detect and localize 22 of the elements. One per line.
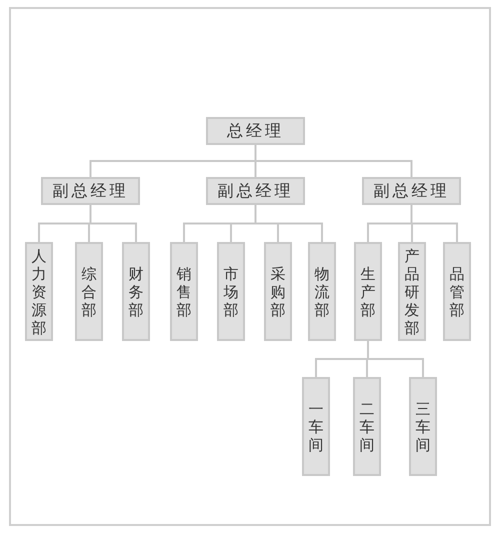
connector-line xyxy=(90,205,137,242)
org-box: 品管部 xyxy=(443,242,471,341)
org-box: 二车间 xyxy=(353,377,381,476)
org-box: 采购部 xyxy=(264,242,292,341)
org-box: 财务部 xyxy=(122,242,150,341)
org-box: 销售部 xyxy=(170,242,198,341)
org-box: 总经理 xyxy=(206,117,305,145)
org-box: 市场部 xyxy=(217,242,245,341)
org-box: 副总经理 xyxy=(41,177,140,205)
org-box: 产品研发部 xyxy=(398,242,426,341)
org-box: 副总经理 xyxy=(206,177,305,205)
org-box: 三车间 xyxy=(409,377,437,476)
org-box: 一车间 xyxy=(302,377,330,476)
org-box: 综合部 xyxy=(75,242,103,341)
org-box: 人力资源部 xyxy=(25,242,53,341)
connector-line xyxy=(410,205,458,242)
org-box: 副总经理 xyxy=(362,177,461,205)
org-box: 物流部 xyxy=(308,242,336,341)
connector-line xyxy=(254,205,323,242)
connector-line xyxy=(367,341,424,377)
org-box: 生产部 xyxy=(354,242,382,341)
connector-line xyxy=(254,145,412,177)
